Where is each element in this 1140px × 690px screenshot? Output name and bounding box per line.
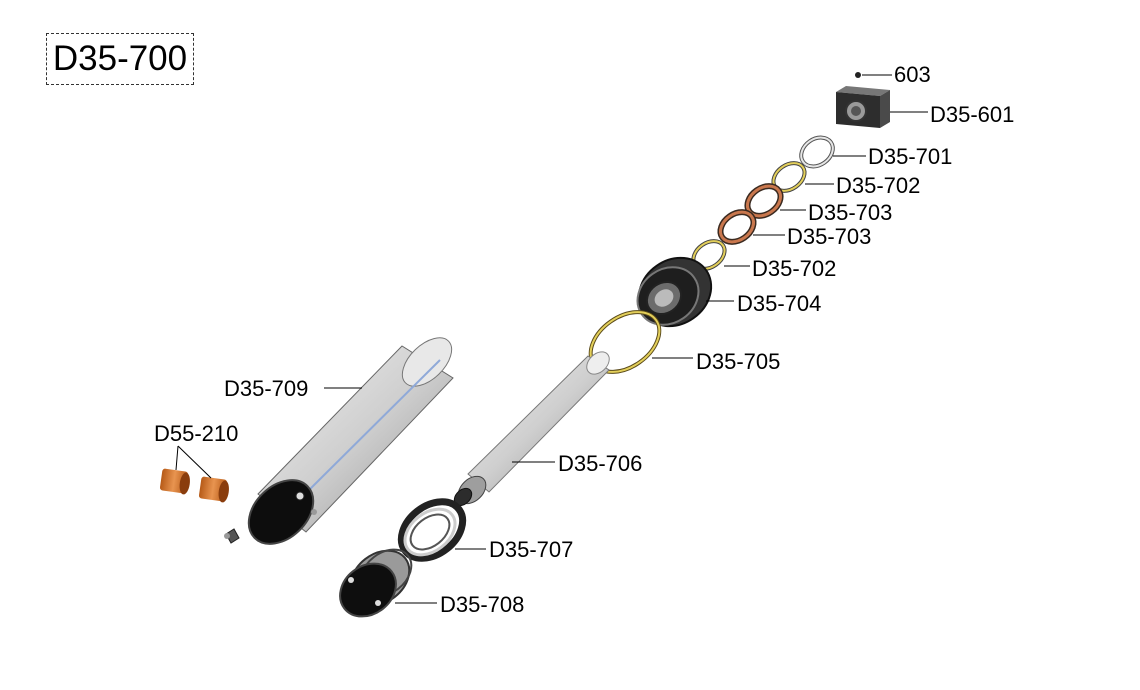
label-d35-704: D35-704 xyxy=(737,291,821,316)
label-603: 603 xyxy=(894,62,931,87)
part-d35-708-endcap xyxy=(339,548,413,618)
part-d35-704-gland xyxy=(636,256,713,328)
leader-d55-210-right xyxy=(177,445,212,479)
label-d35-705: D35-705 xyxy=(696,349,780,374)
label-d35-708: D35-708 xyxy=(440,592,524,617)
part-d35-703-seal-lower xyxy=(717,209,757,245)
label-d35-707: D35-707 xyxy=(489,537,573,562)
part-d35-709-barrel xyxy=(247,337,454,545)
leader-d55-210-left xyxy=(175,445,179,471)
label-d35-706: D35-706 xyxy=(558,451,642,476)
label-d35-709: D35-709 xyxy=(224,376,308,401)
label-d35-703-lower: D35-703 xyxy=(787,224,871,249)
diagram-title: D35-700 xyxy=(46,33,194,85)
part-603-ball xyxy=(855,72,861,78)
label-d35-702-lower: D35-702 xyxy=(752,256,836,281)
part-d55-210-bushing-left xyxy=(159,468,190,495)
label-d35-703-upper: D35-703 xyxy=(808,200,892,225)
label-d35-601: D35-601 xyxy=(930,102,1014,127)
part-d35-701-ring xyxy=(799,135,835,169)
part-grease-fitting xyxy=(224,528,240,544)
label-d35-701: D35-701 xyxy=(868,144,952,169)
label-d55-210: D55-210 xyxy=(154,421,238,446)
part-d55-210-bushing-right xyxy=(198,476,229,503)
part-d35-601-block xyxy=(836,86,890,128)
label-d35-702-upper: D35-702 xyxy=(836,173,920,198)
part-d35-706-rod xyxy=(453,351,610,507)
part-d35-707-seal xyxy=(397,498,467,562)
